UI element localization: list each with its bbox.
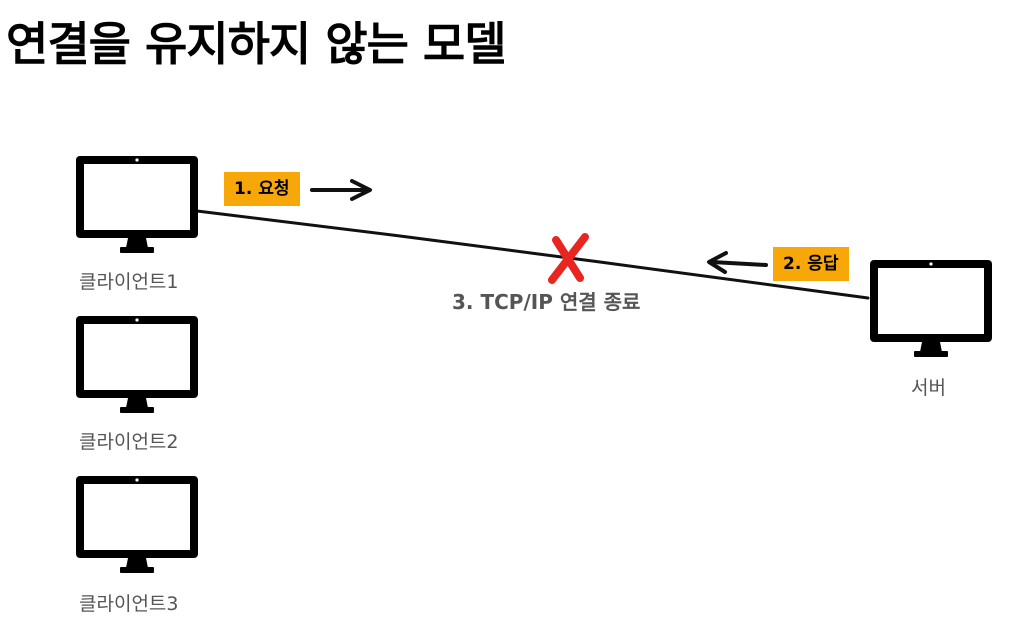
client-1-label: 클라이언트1 (79, 271, 179, 293)
request-arrow-icon (310, 179, 372, 201)
request-step-tag: 1. 요청 (224, 172, 300, 206)
connection-line (195, 209, 870, 300)
server-monitor-icon (870, 260, 992, 357)
response-arrow-icon (707, 251, 768, 274)
client-2-monitor-icon (76, 316, 198, 413)
server-label: 서버 (911, 377, 946, 399)
client-1-monitor-icon (76, 156, 198, 253)
disconnect-note: 3. TCP/IP 연결 종료 (452, 290, 641, 314)
client-3-monitor-icon (76, 476, 198, 573)
client-3-label: 클라이언트3 (79, 593, 179, 615)
cross-mark-icon (548, 233, 589, 284)
client-2-label: 클라이언트2 (79, 431, 179, 453)
page-title: 연결을 유지하지 않는 모델 (6, 17, 507, 71)
response-step-tag: 2. 응답 (773, 247, 849, 281)
